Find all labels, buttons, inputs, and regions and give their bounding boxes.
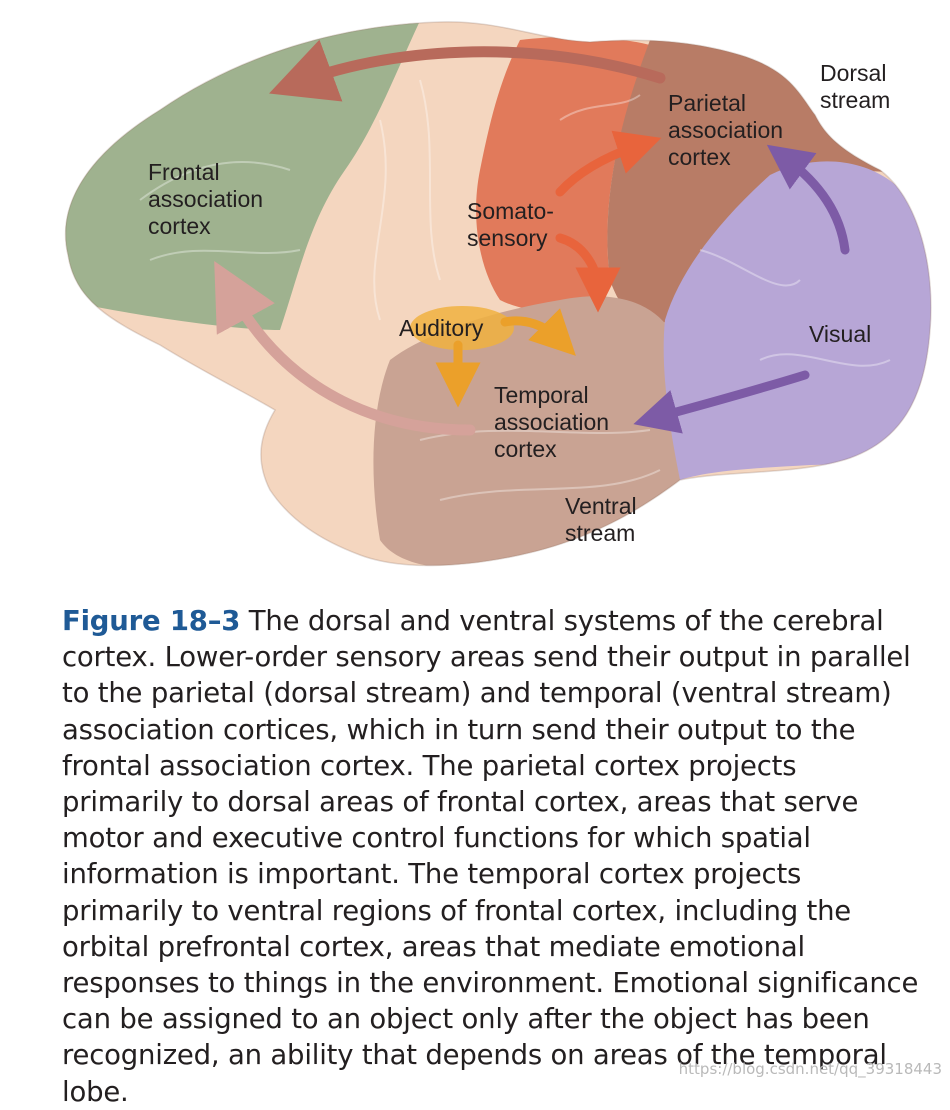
arrows <box>214 39 850 436</box>
dorsal-to-frontal-arrow <box>269 39 666 102</box>
auditory-label: Auditory <box>399 315 484 341</box>
somatosensory-label: Somato- sensory <box>467 198 554 251</box>
auditory-to-temporal-arrow-right <box>500 308 576 356</box>
brain-diagram <box>64 21 932 567</box>
figure-number: Figure 18–3 <box>62 605 241 637</box>
parietal-cortex-label: Parietal association cortex <box>668 90 784 170</box>
brain-regions <box>65 21 931 566</box>
ventral-to-frontal-arrow <box>214 261 476 436</box>
figure-body: Lower-order sensory areas send their out… <box>62 641 919 1108</box>
visual-to-temporal-arrow <box>633 370 810 434</box>
somatosensory-to-temporal-arrow <box>555 233 621 313</box>
visual-label: Visual <box>809 321 872 347</box>
somatosensory-to-parietal-arrow <box>555 130 662 197</box>
sulci-lines <box>139 79 891 501</box>
visual-to-parietal-arrow <box>766 144 850 255</box>
ventral-stream-label: Ventral stream <box>565 493 637 546</box>
watermark: https://blog.csdn.net/qq_39318443 <box>678 1060 942 1078</box>
somatosensory-region <box>476 36 650 311</box>
figure-title: The dorsal and ventral systems of the ce… <box>62 605 884 674</box>
dorsal-stream-label: Dorsal stream <box>820 60 891 113</box>
brain-outline <box>64 21 932 567</box>
auditory-region <box>410 306 514 350</box>
frontal-cortex-label: Frontal association cortex <box>148 159 264 239</box>
figure-caption: Figure 18–3 The dorsal and ventral syste… <box>62 603 922 1110</box>
temporal-cortex-label: Temporal association cortex <box>494 382 610 462</box>
